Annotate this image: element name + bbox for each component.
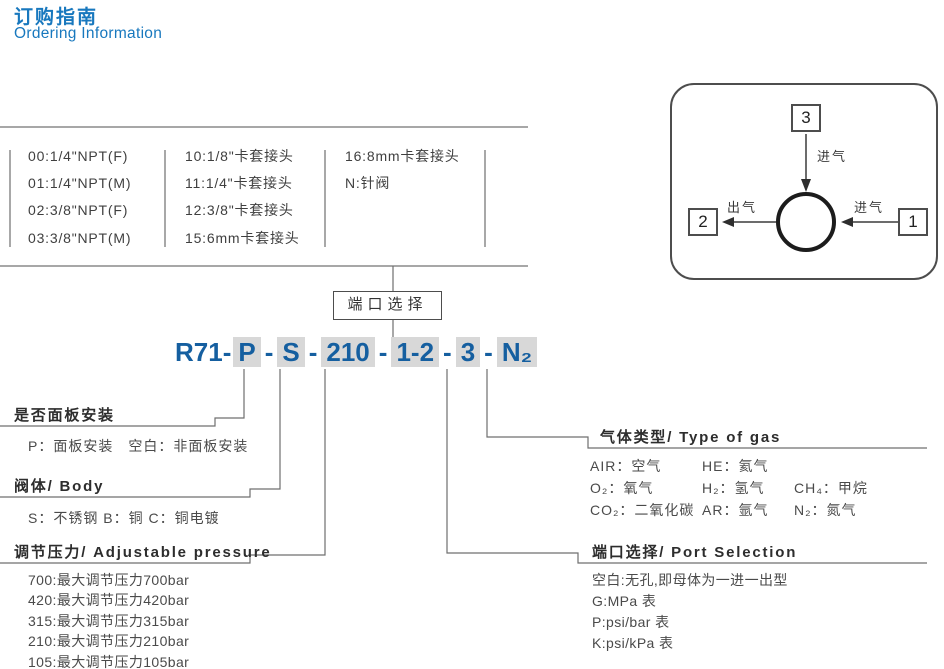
pressure-option: 210:最大调节压力210bar xyxy=(28,633,190,650)
pressure-option: 315:最大调节压力315bar xyxy=(28,612,190,629)
diagram-port-1-box: 1 xyxy=(898,208,928,236)
page-title-zh: 订购指南 xyxy=(14,7,99,28)
port-selection-option: G:MPa 表 xyxy=(592,593,657,609)
section-title-body: 阀体/ Body xyxy=(14,478,105,495)
port-option: 03:3/8"NPT(M) xyxy=(28,229,132,246)
pressure-option: 420:最大调节压力420bar xyxy=(28,592,190,609)
gas-option: HE：氦气 xyxy=(702,458,769,474)
port-option: 16:8mm卡套接头 xyxy=(345,148,460,164)
port-selection-callout-box: 端口选择 xyxy=(333,291,442,320)
port-option: 02:3/8"NPT(F) xyxy=(28,202,129,219)
port-option: 15:6mm卡套接头 xyxy=(185,229,300,246)
inlet-top-label: 进气 xyxy=(817,149,848,164)
gas-option: CH₄：甲烷 xyxy=(794,480,868,496)
body-material-options: S：不锈钢 B：铜 C：铜电镀 xyxy=(28,510,220,526)
section-title-port-selection: 端口选择/ Port Selection xyxy=(592,544,798,561)
pressure-option: 700:最大调节压力700bar xyxy=(28,572,190,588)
model-segment-panel-mount: P xyxy=(233,337,261,367)
model-separator: - xyxy=(484,337,493,367)
model-segment-pressure: 210 xyxy=(321,337,375,367)
model-prefix: R71- xyxy=(175,337,232,367)
flow-diagram xyxy=(670,83,938,280)
section-title-gas-type: 气体类型/ Type of gas xyxy=(600,429,782,446)
panel-mount-options: P：面板安装 空白：非面板安装 xyxy=(28,438,249,454)
inlet-right-label: 进气 xyxy=(854,200,885,215)
diagram-port-3-box: 3 xyxy=(791,104,821,132)
model-segment-gas-type: N₂ xyxy=(496,337,538,367)
page-title-en: Ordering Information xyxy=(14,25,163,42)
gas-option xyxy=(794,456,924,473)
port-options-column-npt: 00:1/4"NPT(F) 01:1/4"NPT(M) 02:3/8"NPT(F… xyxy=(28,143,131,252)
model-separator: - xyxy=(378,337,388,367)
model-number: R71- P - S - 210 - 1-2 - 3 - N₂ xyxy=(175,337,539,367)
gas-type-grid: AIR：空气 HE：氦气 O₂：氧气 H₂：氢气 CH₄：甲烷 CO₂：二氧化碳… xyxy=(590,456,924,518)
model-segment-body: S xyxy=(277,337,305,367)
model-separator: - xyxy=(443,337,452,367)
pressure-options-list: 700:最大调节压力700bar 420:最大调节压力420bar 315:最大… xyxy=(28,570,189,669)
port-selection-option: K:psi/kPa 表 xyxy=(592,635,674,651)
section-title-panel-mount: 是否面板安装 xyxy=(14,407,115,424)
port-option: 12:3/8"卡套接头 xyxy=(185,202,294,219)
port-option: N:针阀 xyxy=(345,175,391,192)
gas-option: H₂：氢气 xyxy=(702,480,765,496)
model-separator: - xyxy=(308,337,318,367)
port-options-column-compression: 10:1/8"卡套接头 11:1/4"卡套接头 12:3/8"卡套接头 15:6… xyxy=(185,143,300,252)
model-segment-ports: 1-2 xyxy=(391,337,440,367)
regulator-body-circle xyxy=(776,192,836,252)
gas-option: AIR：空气 xyxy=(590,458,662,474)
port-option: 00:1/4"NPT(F) xyxy=(28,148,129,164)
diagram-port-2-box: 2 xyxy=(688,208,718,236)
gas-option: AR：氩气 xyxy=(702,502,769,518)
port-options-column-other: 16:8mm卡套接头 N:针阀 xyxy=(345,143,460,197)
gas-option: CO₂：二氧化碳 xyxy=(590,502,695,518)
section-title-adjustable-pressure: 调节压力/ Adjustable pressure xyxy=(14,544,272,561)
port-option: 11:1/4"卡套接头 xyxy=(185,175,293,192)
outlet-label: 出气 xyxy=(727,200,758,215)
pressure-option: 105:最大调节压力105bar xyxy=(28,653,190,669)
port-selection-option: 空白:无孔,即母体为一进一出型 xyxy=(592,572,788,588)
port-option: 01:1/4"NPT(M) xyxy=(28,175,132,192)
port-selection-option: P:psi/bar 表 xyxy=(592,614,670,630)
gas-option: N₂：氮气 xyxy=(794,502,857,518)
model-segment-port-selection: 3 xyxy=(455,337,481,367)
model-separator: - xyxy=(264,337,274,367)
gas-option: O₂：氧气 xyxy=(590,480,654,496)
port-option: 10:1/8"卡套接头 xyxy=(185,148,294,164)
port-selection-options-list: 空白:无孔,即母体为一进一出型 G:MPa 表 P:psi/bar 表 K:ps… xyxy=(592,570,788,654)
